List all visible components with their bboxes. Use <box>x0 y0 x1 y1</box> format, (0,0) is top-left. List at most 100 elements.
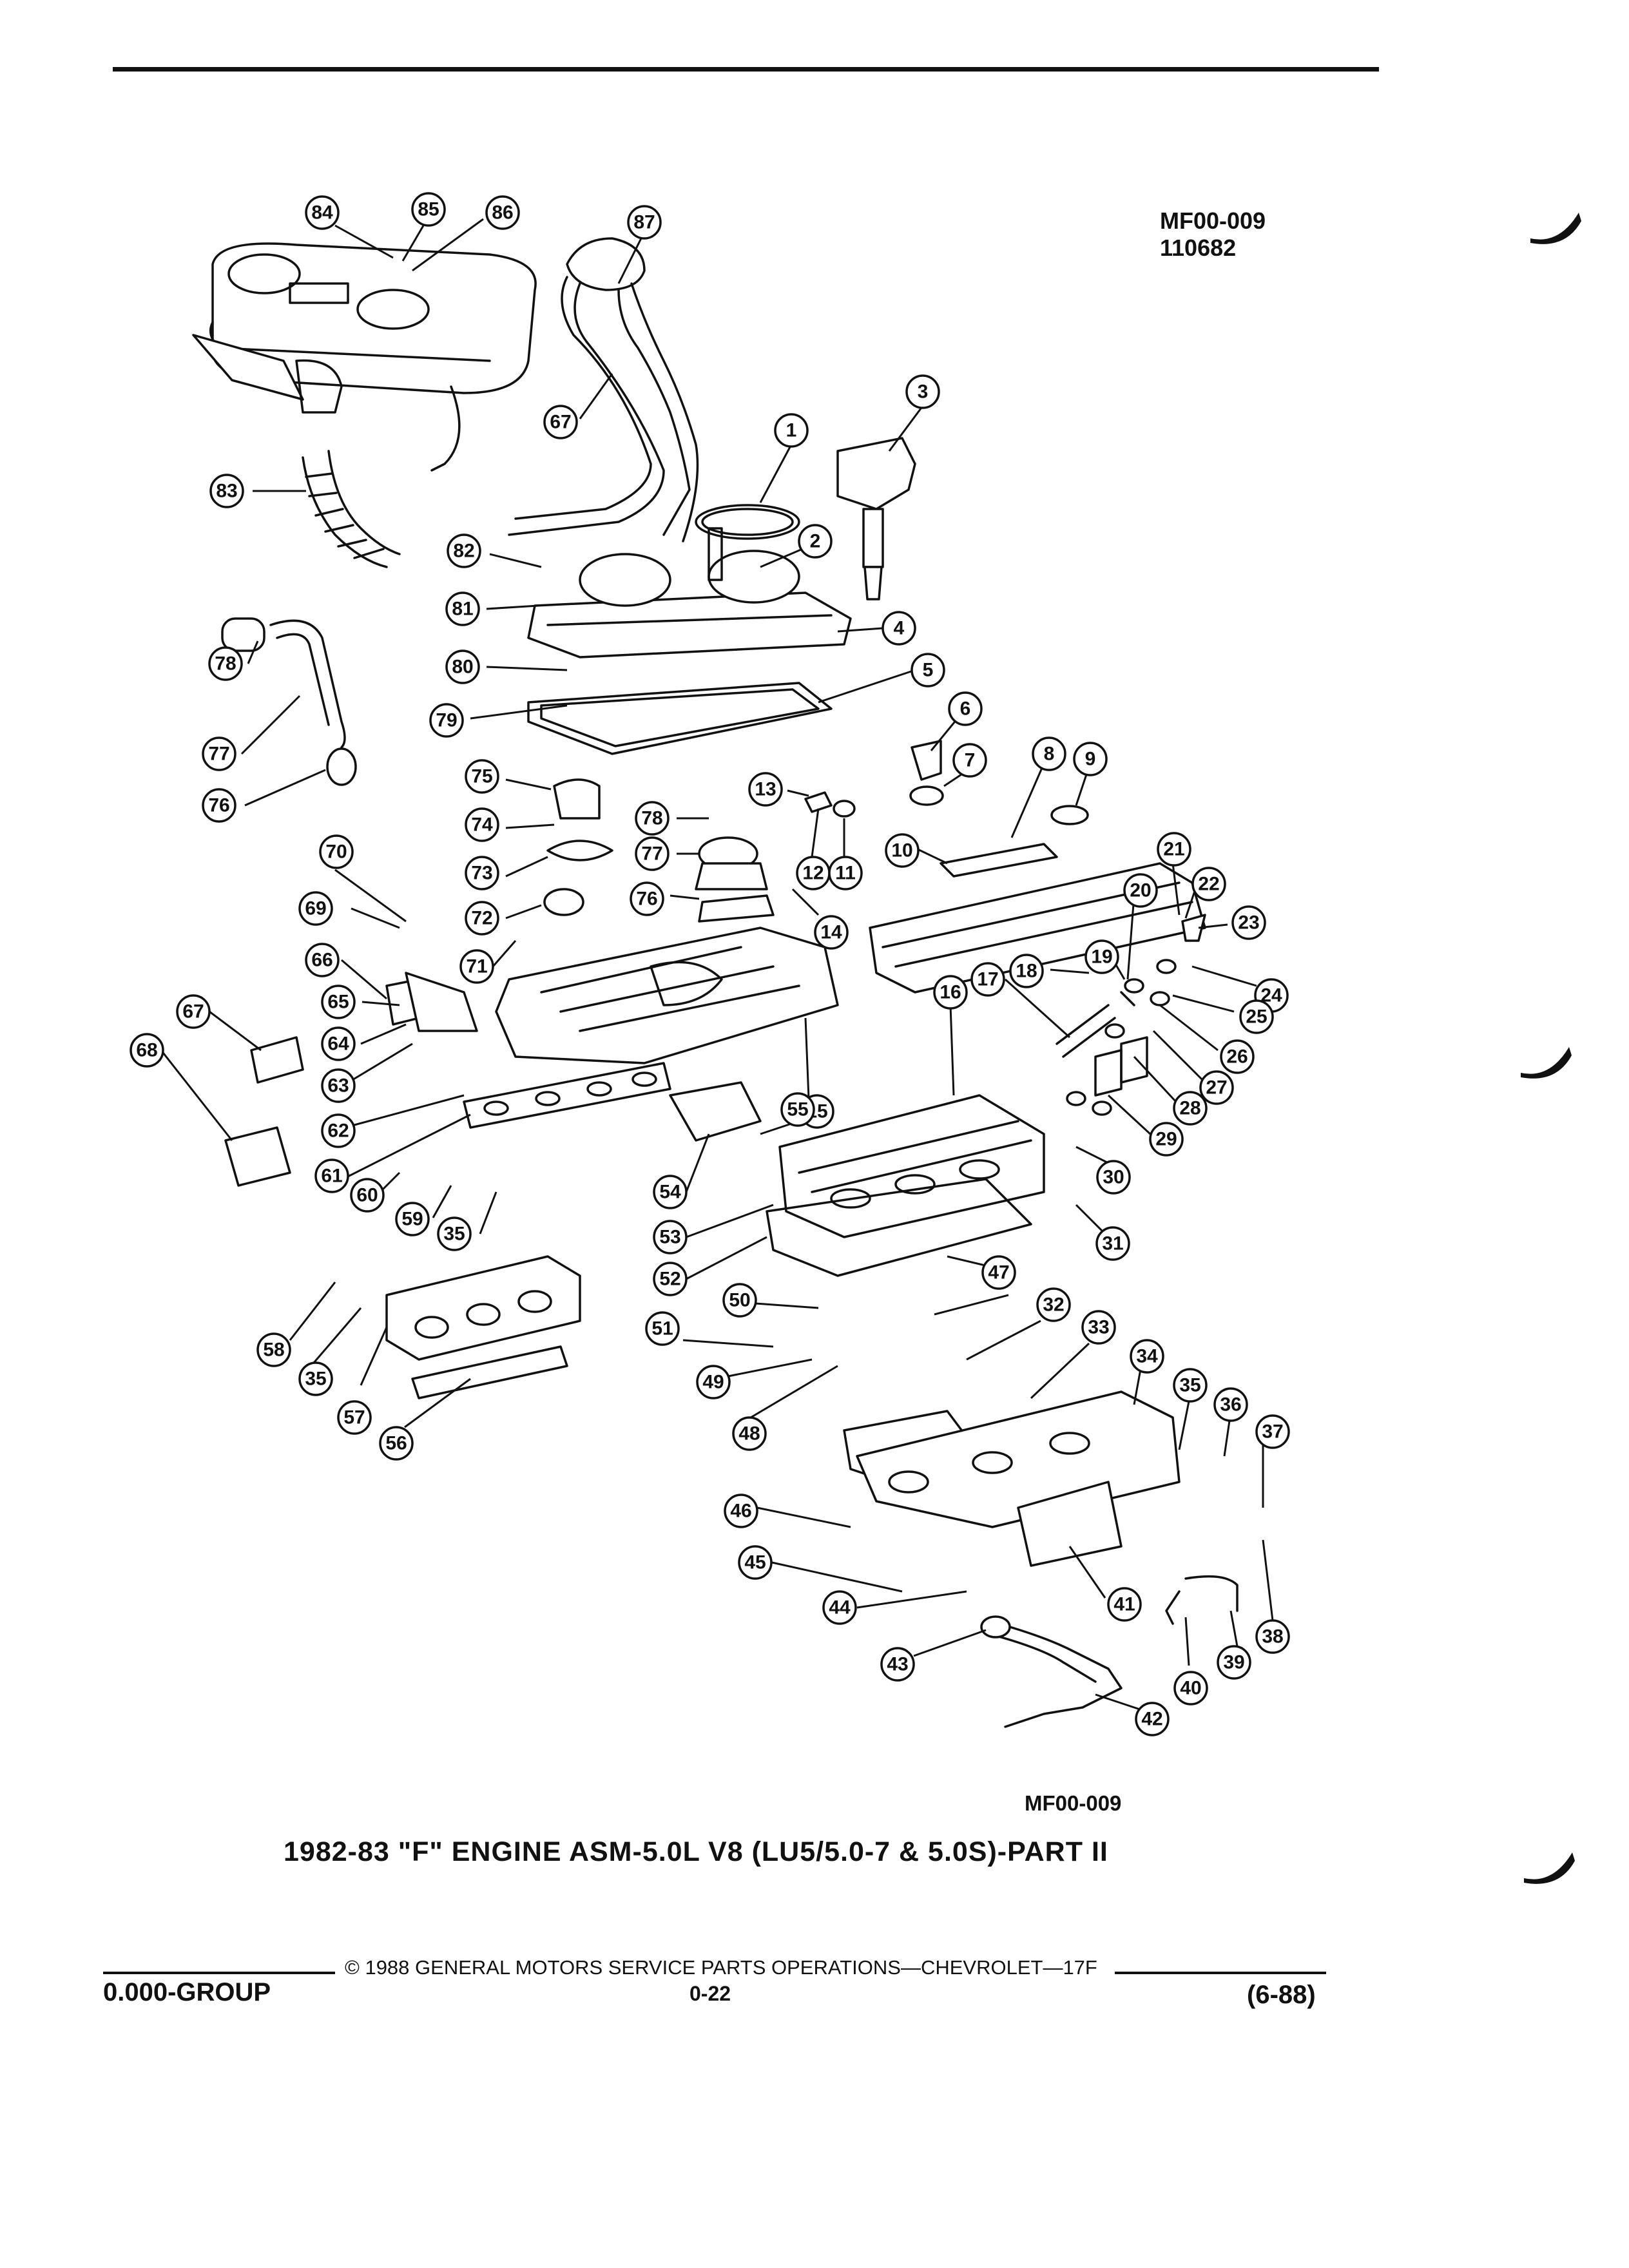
callout-number: 72 <box>471 908 492 929</box>
callout-77: 77 <box>635 836 670 871</box>
callout-86: 86 <box>485 195 520 230</box>
callout-67: 67 <box>176 994 211 1029</box>
binder-mark-3 <box>1524 1852 1575 1884</box>
callout-number: 2 <box>810 531 821 552</box>
callout-number: 67 <box>550 412 571 433</box>
callout-circle <box>1096 1160 1131 1195</box>
callout-circle <box>981 1255 1016 1290</box>
callout-circle <box>905 374 940 409</box>
callout-number: 39 <box>1223 1652 1244 1673</box>
callout-number: 78 <box>215 653 236 675</box>
callout-37: 37 <box>1255 1414 1290 1449</box>
valve-train-parts <box>1055 914 1206 1116</box>
callout-33: 33 <box>1081 1310 1116 1345</box>
callout-circle <box>1149 1122 1184 1157</box>
callout-circle <box>321 985 356 1019</box>
callout-number: 79 <box>436 710 457 731</box>
callout-60: 60 <box>350 1178 385 1213</box>
callout-67: 67 <box>543 405 578 439</box>
callout-number: 71 <box>466 956 487 977</box>
callout-circle <box>298 1361 333 1396</box>
callout-53: 53 <box>653 1220 688 1254</box>
callout-number: 7 <box>965 750 976 771</box>
callout-circle <box>319 834 354 869</box>
callout-circle <box>722 1283 757 1318</box>
callout-number: 20 <box>1130 880 1151 901</box>
exhaust-manifold-right <box>843 1390 1181 1567</box>
callout-number: 9 <box>1085 749 1096 770</box>
callout-number: 55 <box>787 1099 808 1120</box>
thermostat-housing-group <box>543 778 613 916</box>
callout-22: 22 <box>1191 867 1226 901</box>
callout-35: 35 <box>1173 1368 1208 1403</box>
callout-number: 83 <box>216 481 237 502</box>
callout-51: 51 <box>645 1311 680 1346</box>
callout-circle <box>970 962 1005 997</box>
callout-circle <box>1217 1645 1251 1680</box>
callout-75: 75 <box>465 759 499 794</box>
callout-number: 35 <box>305 1369 326 1390</box>
callout-circle <box>1073 742 1108 776</box>
callout-circle <box>1130 1339 1164 1374</box>
callout-number: 33 <box>1088 1317 1109 1338</box>
callout-circle <box>774 413 809 448</box>
callout-circle <box>880 1647 915 1682</box>
cylinder-head <box>778 1094 1045 1238</box>
callout-circle <box>653 1262 688 1296</box>
callout-number: 31 <box>1102 1233 1123 1254</box>
callout-circle <box>411 192 446 227</box>
callout-circle <box>1231 905 1266 940</box>
callout-circle <box>209 474 244 508</box>
callout-61: 61 <box>314 1158 349 1193</box>
tbi-base-gasket <box>527 682 833 755</box>
callout-62: 62 <box>321 1113 356 1148</box>
callout-number: 30 <box>1103 1167 1124 1188</box>
callout-circle <box>635 836 670 871</box>
callout-circle <box>485 195 520 230</box>
heat-shield <box>669 1081 762 1142</box>
callout-number: 25 <box>1246 1006 1267 1028</box>
callout-circle <box>814 915 849 950</box>
callout-47: 47 <box>981 1255 1016 1290</box>
callout-number: 67 <box>182 1001 204 1023</box>
callout-number: 80 <box>452 657 473 678</box>
callout-number: 45 <box>744 1552 766 1573</box>
callout-circle <box>635 801 670 836</box>
callout-circle <box>543 405 578 439</box>
callout-number: 69 <box>305 898 326 919</box>
callout-circle <box>1135 1702 1170 1736</box>
top-rule <box>113 67 1379 72</box>
callout-circle <box>1123 873 1158 908</box>
callout-circle <box>653 1220 688 1254</box>
callout-number: 75 <box>471 766 492 787</box>
callout-number: 14 <box>820 922 842 943</box>
callout-6: 6 <box>948 691 983 726</box>
callout-number: 13 <box>755 779 776 800</box>
callout-number: 86 <box>492 202 513 224</box>
callout-17: 17 <box>970 962 1005 997</box>
callout-number: 26 <box>1226 1046 1248 1068</box>
callout-circle <box>1239 999 1274 1034</box>
callout-35: 35 <box>298 1361 333 1396</box>
group-label: 0.000-GROUP <box>103 1978 271 2006</box>
callout-71: 71 <box>459 949 494 984</box>
callout-49: 49 <box>696 1365 731 1399</box>
callout-number: 37 <box>1262 1421 1283 1443</box>
callout-number: 8 <box>1044 744 1055 765</box>
callout-number: 6 <box>960 698 971 720</box>
callout-circle <box>321 1068 356 1103</box>
callout-circle <box>465 807 499 842</box>
callout-circle <box>176 994 211 1029</box>
callout-78: 78 <box>208 646 243 681</box>
callout-25: 25 <box>1239 999 1274 1034</box>
callout-number: 58 <box>263 1340 284 1361</box>
footer-rule-left <box>103 1972 335 1974</box>
callout-circle <box>738 1545 773 1580</box>
callout-number: 28 <box>1179 1098 1200 1119</box>
callout-63: 63 <box>321 1068 356 1103</box>
callout-circle <box>429 703 464 738</box>
callout-number: 4 <box>894 618 905 639</box>
callout-18: 18 <box>1009 954 1044 988</box>
callout-circle <box>447 533 481 568</box>
